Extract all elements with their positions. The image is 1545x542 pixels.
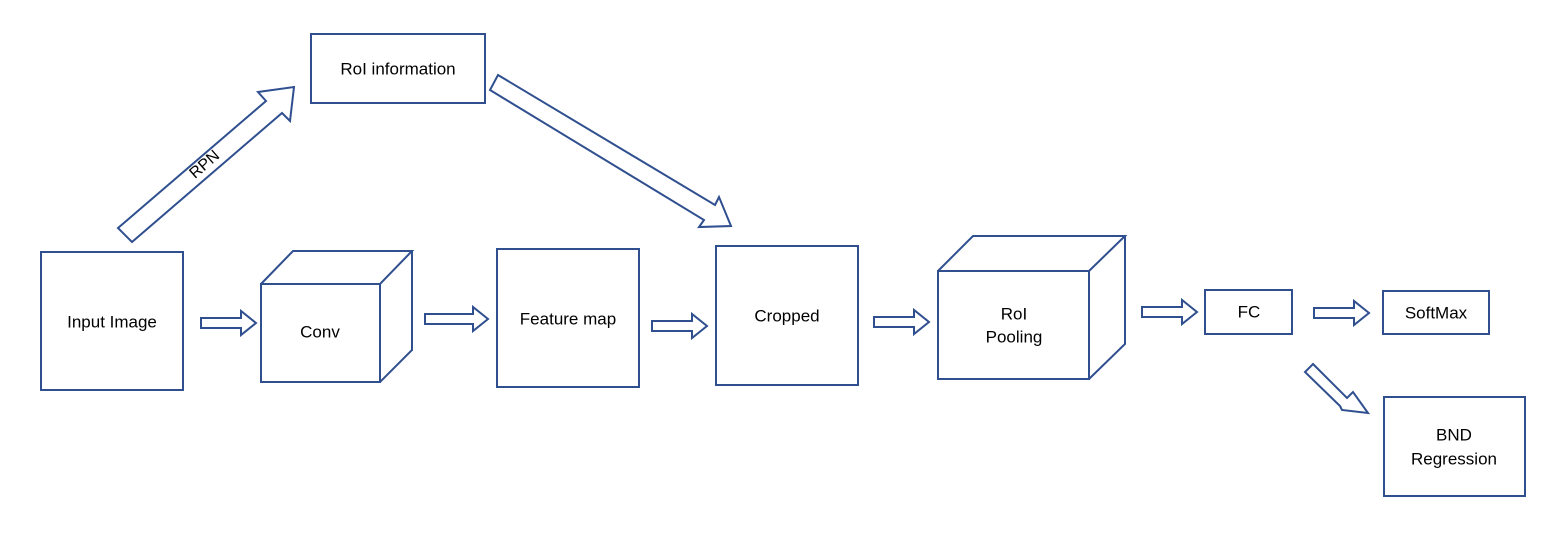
conv-label: Conv [300, 322, 340, 341]
bnd-regression-label-line2: Regression [1411, 449, 1497, 468]
bnd-regression-label-line1: BND [1436, 425, 1472, 444]
roi-pooling-cube [937, 235, 1128, 380]
cropped-label: Cropped [754, 306, 819, 325]
arrow-roi-information-to-cropped [488, 73, 733, 229]
arrow-input-to-conv [200, 308, 258, 338]
fc-label: FC [1238, 302, 1261, 321]
fc-box [1204, 289, 1293, 335]
rpn-label: RPN [186, 147, 223, 182]
bnd-regression-box [1383, 396, 1526, 497]
conv-cube [260, 250, 415, 383]
arrow-feature-map-to-cropped [651, 311, 709, 341]
feature-map-box [496, 248, 640, 388]
softmax-box [1382, 290, 1490, 335]
arrow-roi-pooling-to-fc [1141, 297, 1199, 327]
arrow-cropped-to-roi-pooling [873, 307, 931, 337]
feature-map-label: Feature map [520, 309, 616, 328]
roi-pooling-label-line2: Pooling [986, 327, 1043, 346]
arrow-fc-to-bnd-regression [1303, 362, 1371, 415]
roi-pooling-label-line1: RoI [1001, 304, 1027, 323]
rpn-arrow [116, 85, 296, 244]
roi-information-label: RoI information [340, 59, 455, 78]
cropped-box [715, 245, 859, 386]
roi-information-box [310, 33, 486, 104]
arrow-fc-to-softmax [1313, 298, 1371, 328]
softmax-label: SoftMax [1405, 303, 1468, 322]
input-image-box [40, 251, 184, 391]
arrow-conv-to-feature-map [424, 304, 490, 334]
input-image-label: Input Image [67, 312, 157, 331]
